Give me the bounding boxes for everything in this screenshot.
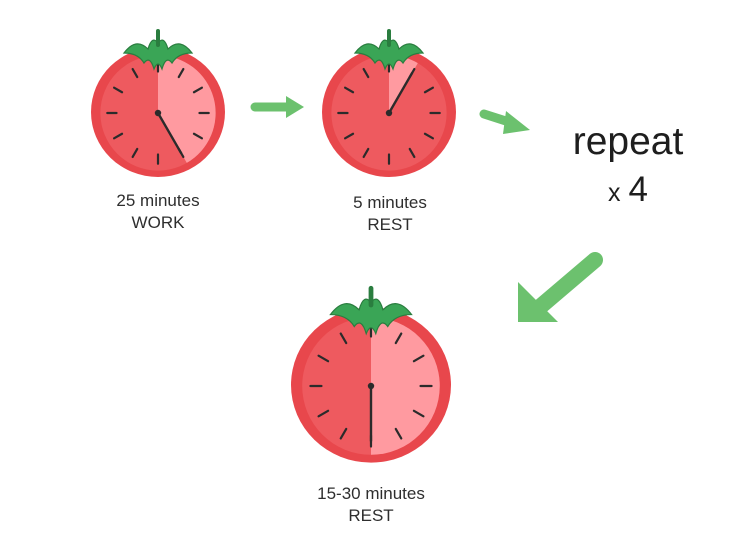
- clock-tick: [192, 132, 204, 140]
- clock-tick: [343, 132, 355, 140]
- tomato-leaves: [122, 39, 194, 71]
- tomato-leaves: [329, 298, 413, 336]
- clock-tick: [394, 427, 403, 440]
- clock-tick: [112, 86, 124, 94]
- clock-tick: [408, 147, 416, 159]
- clock-tick: [339, 427, 348, 440]
- clock-tick: [177, 67, 185, 79]
- clock-tick: [339, 332, 348, 345]
- clock-tick: [131, 67, 139, 79]
- clock-tick: [317, 409, 330, 418]
- clock-tick: [362, 147, 370, 159]
- work-timer-label: 25 minutes WORK: [83, 190, 233, 234]
- long-rest-label: 15-30 minutes REST: [286, 483, 456, 527]
- short-rest-label: 5 minutes REST: [315, 192, 465, 236]
- clock-center: [154, 109, 162, 117]
- work-duration-text: 25 minutes: [116, 191, 200, 210]
- short-rest-duration-text: 5 minutes: [353, 193, 427, 212]
- clock-tick: [362, 67, 370, 79]
- clock-hand: [387, 71, 414, 115]
- clock-tick: [131, 147, 139, 159]
- clock-tick: [423, 132, 435, 140]
- arrow-rest-to-repeat: [479, 109, 530, 134]
- tomato-leaves: [353, 39, 425, 71]
- repeat-word: repeat: [572, 120, 684, 163]
- clock-center: [367, 382, 375, 390]
- long-rest-duration-text: 15-30 minutes: [317, 484, 425, 503]
- clock-tick: [112, 132, 124, 140]
- clock-tick: [412, 354, 425, 363]
- long-rest-timer-tomato: [291, 285, 451, 463]
- clock-tick: [423, 86, 435, 94]
- arrow-repeat-to-long-rest: [518, 252, 603, 322]
- short-rest-type-text: REST: [367, 215, 413, 234]
- elapsed-sector: [371, 317, 440, 455]
- arrow-work-to-rest: [250, 96, 304, 118]
- short-rest-timer-tomato: [322, 29, 456, 177]
- clock-tick: [343, 86, 355, 94]
- clock-center: [385, 109, 393, 117]
- work-timer-tomato: [91, 29, 225, 177]
- work-type-text: WORK: [131, 213, 185, 232]
- clock-hand: [156, 111, 183, 155]
- clock-tick: [394, 332, 403, 345]
- repeat-count: 4: [628, 170, 648, 209]
- clock-tick: [317, 354, 330, 363]
- clock-tick: [192, 86, 204, 94]
- clock-tick: [412, 409, 425, 418]
- long-rest-type-text: REST: [348, 506, 394, 525]
- multiplier-symbol: x: [608, 179, 621, 207]
